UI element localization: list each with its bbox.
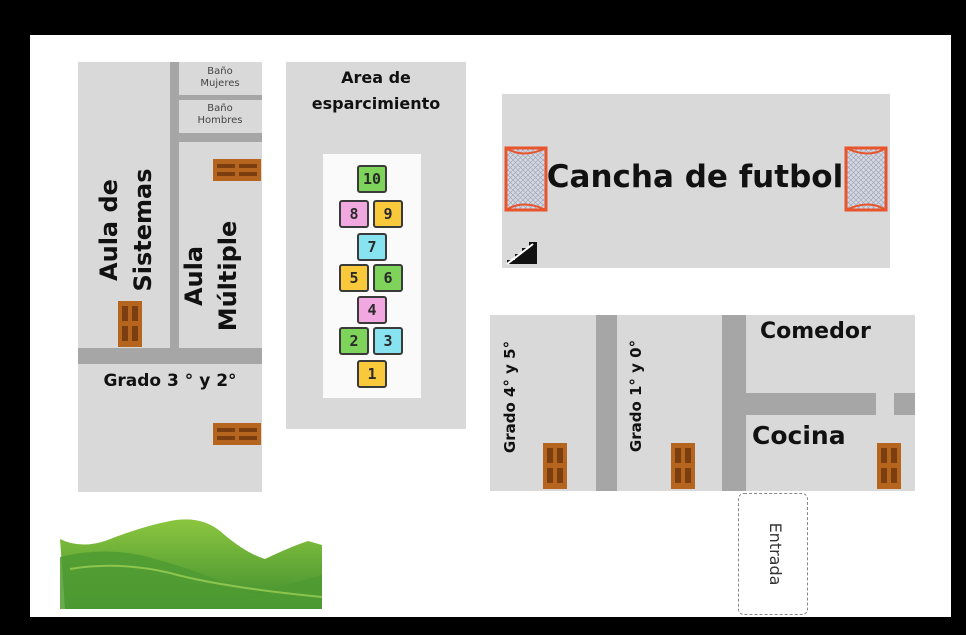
- school-map: Baño Mujeres Baño Hombres Aula de Sistem…: [30, 35, 951, 617]
- hopscotch-square: 8: [339, 200, 369, 228]
- aula-sistemas-line2: Sistemas: [129, 168, 157, 292]
- aula-sistemas-line1: Aula de: [95, 179, 123, 281]
- wall: [746, 393, 876, 415]
- cancha-futbol: [502, 94, 890, 268]
- door-icon: [671, 443, 695, 489]
- bano-mujeres-line2: Mujeres: [200, 78, 240, 89]
- hopscotch-square: 6: [373, 264, 403, 292]
- wall: [596, 315, 617, 491]
- aula-multiple-line2: Múltiple: [214, 220, 242, 332]
- cancha-futbol-label: Cancha de futbol: [546, 159, 844, 195]
- bano-hombres-line2: Hombres: [197, 115, 243, 126]
- comedor-label: Comedor: [760, 319, 871, 344]
- stairs-icon: [506, 242, 537, 265]
- hopscotch-board: 10 8 9 7 5 6 4 2 3 1: [323, 154, 421, 398]
- hopscotch-square: 3: [373, 327, 403, 355]
- entrance-box: [738, 493, 808, 615]
- bano-mujeres-line1: Baño: [207, 66, 233, 77]
- aula-multiple-label: Aula Múltiple: [177, 206, 247, 346]
- wall: [722, 315, 746, 491]
- grado-1-0-label: Grado 1° y 0°: [627, 339, 645, 453]
- area-esparcimiento-label: Area de esparcimiento: [286, 65, 466, 117]
- soccer-goal-icon: [504, 146, 548, 212]
- aula-multiple-line1: Aula: [180, 245, 208, 307]
- soccer-goal-icon: [844, 146, 888, 212]
- area-line1: Area de: [341, 68, 411, 87]
- hopscotch-square: 10: [357, 165, 387, 193]
- wall: [179, 133, 262, 142]
- hopscotch-square: 9: [373, 200, 403, 228]
- area-line2: esparcimiento: [311, 94, 441, 113]
- wall: [179, 95, 262, 100]
- hopscotch-square: 5: [339, 264, 369, 292]
- wall: [78, 348, 262, 364]
- hills-illustration: [60, 519, 323, 609]
- door-icon: [213, 159, 261, 181]
- hopscotch-square: 1: [357, 360, 387, 388]
- cocina-label: Cocina: [752, 421, 846, 450]
- door-icon: [213, 423, 261, 445]
- hopscotch-square: 2: [339, 327, 369, 355]
- aula-sistemas-label: Aula de Sistemas: [92, 155, 162, 305]
- bano-hombres-line1: Baño: [207, 103, 233, 114]
- bano-mujeres-label: Baño Mujeres: [190, 66, 250, 90]
- wall: [894, 393, 915, 415]
- wall: [170, 62, 179, 348]
- door-icon: [877, 443, 901, 489]
- hopscotch-square: 4: [357, 296, 387, 324]
- grado-4-5-label: Grado 4° y 5°: [501, 340, 519, 454]
- door-icon: [118, 301, 142, 347]
- grado-3-2-label: Grado 3 ° y 2°: [103, 371, 237, 391]
- door-icon: [543, 443, 567, 489]
- hopscotch-square: 7: [357, 233, 387, 261]
- bano-hombres-label: Baño Hombres: [190, 103, 250, 127]
- entrada-label: Entrada: [766, 522, 785, 586]
